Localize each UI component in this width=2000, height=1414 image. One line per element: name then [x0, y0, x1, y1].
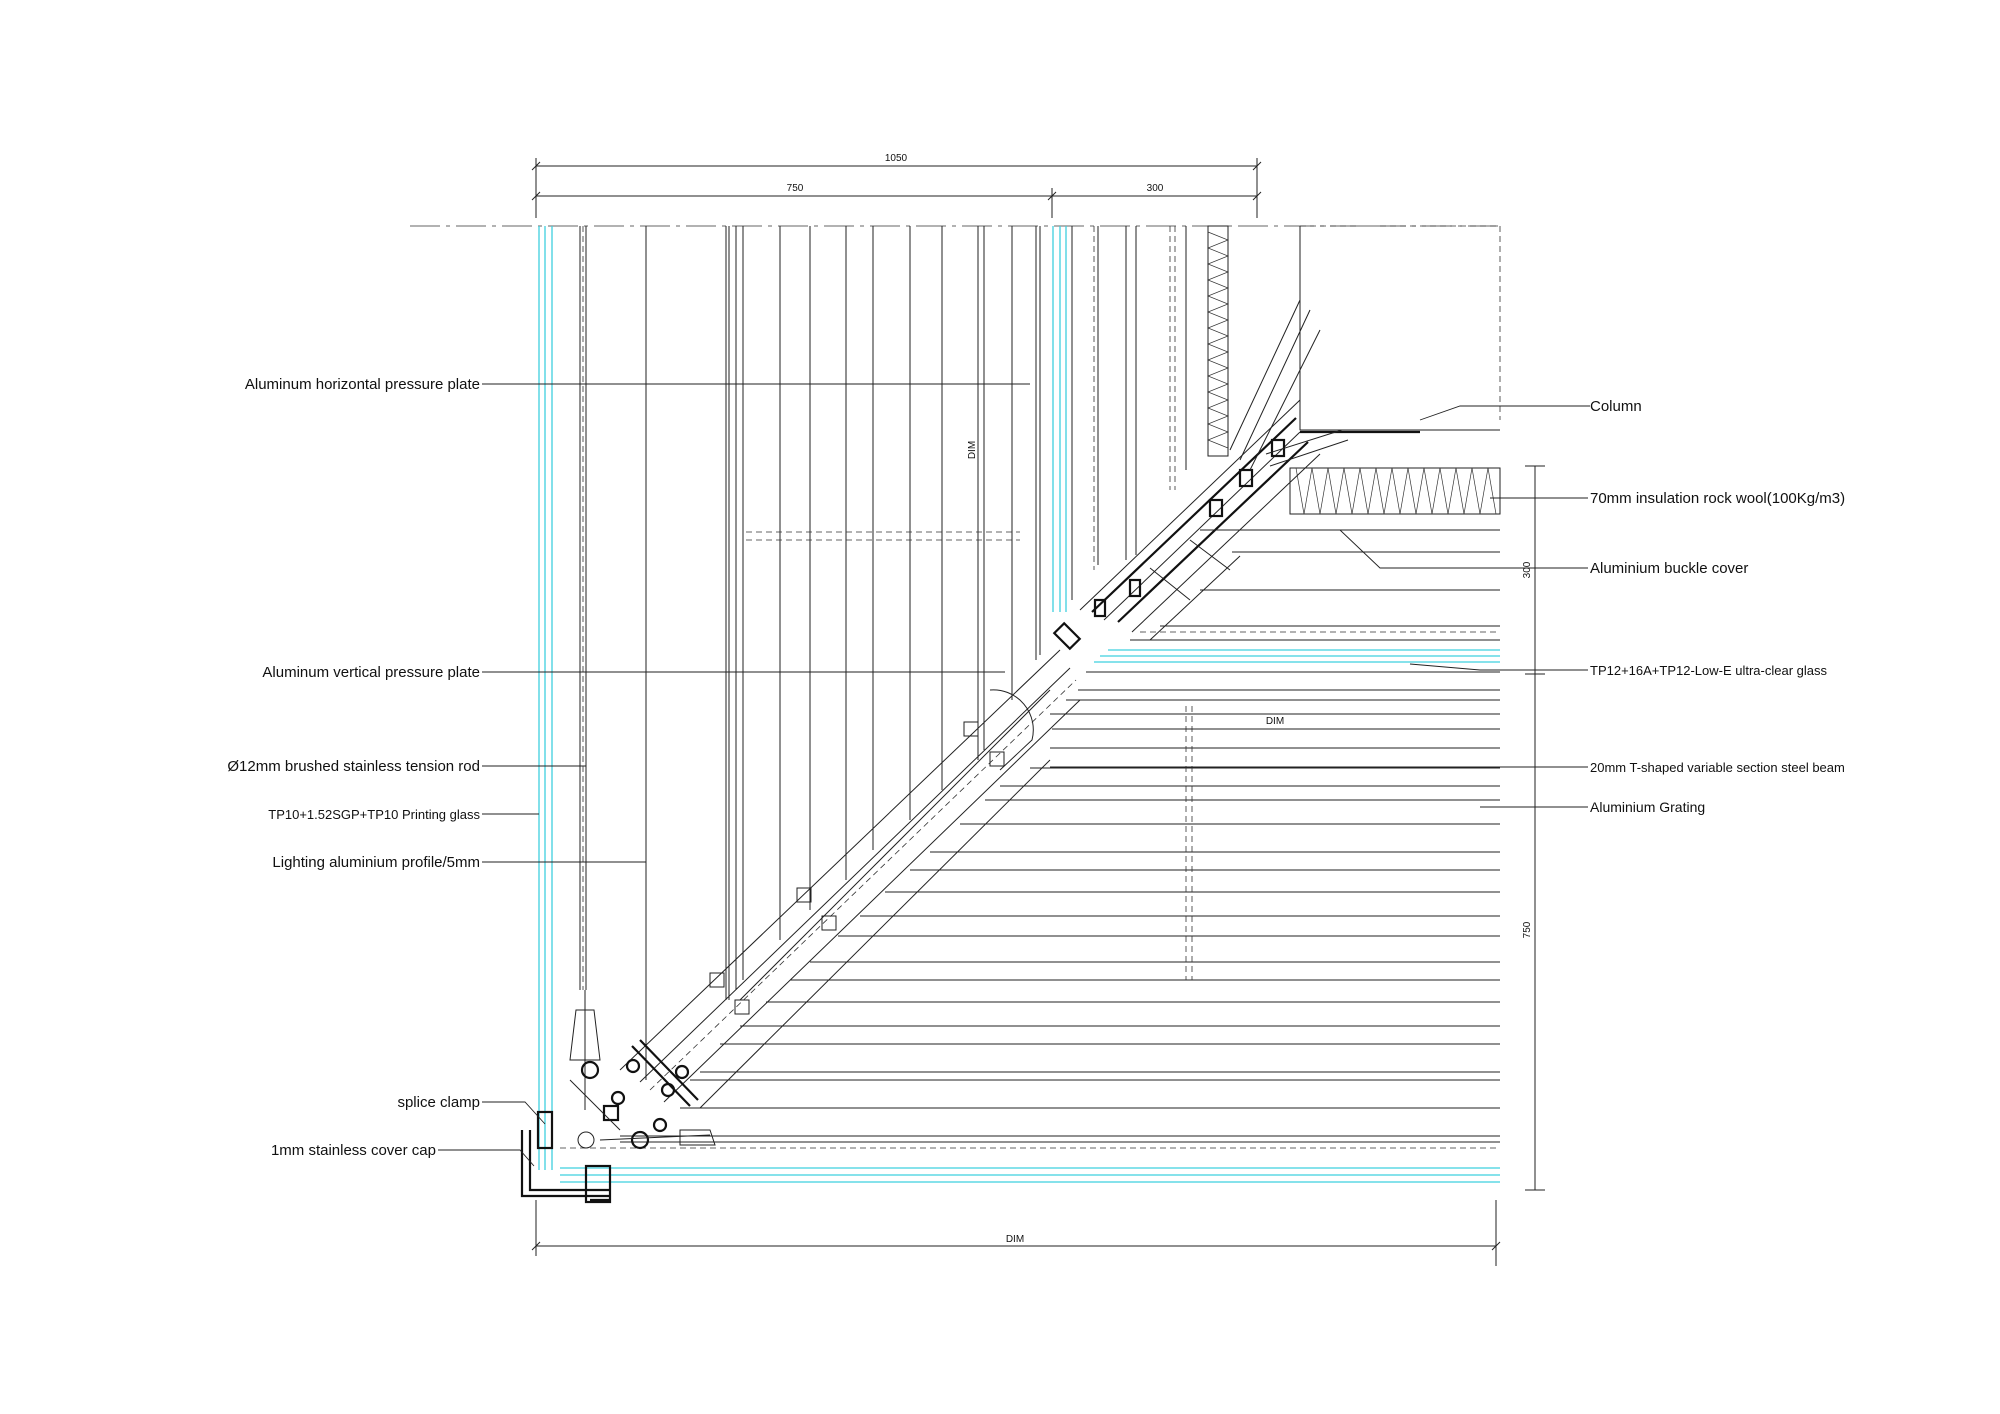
right-labels: Column 70mm insulation rock wool(100Kg/m… — [1590, 398, 1845, 815]
label-rock-wool: 70mm insulation rock wool(100Kg/m3) — [1590, 490, 1845, 507]
label-column: Column — [1590, 398, 1642, 415]
top-dimensions: 1050 750 300 — [531, 153, 1262, 218]
right-glass-panel: DIM — [560, 529, 1500, 1183]
corner-node — [520, 990, 716, 1204]
label-printing-glass: TP10+1.52SGP+TP10 Printing glass — [268, 807, 480, 822]
dim-right-upper: 300 — [1522, 561, 1533, 578]
dim-top-total: 1050 — [885, 153, 908, 164]
label-lighting-profile: Lighting aluminium profile/5mm — [272, 854, 480, 871]
right-leaders — [1050, 405, 1590, 808]
rock-wool-insulation — [1207, 225, 1501, 515]
dim-inner: DIM — [1266, 716, 1284, 727]
left-glass-panel: DIM — [538, 226, 1187, 1170]
dim-top-right: 300 — [1147, 183, 1164, 194]
dim-bottom: DIM — [1006, 1234, 1024, 1245]
dim-vertical: DIM — [967, 441, 978, 459]
dim-top-left: 750 — [787, 183, 804, 194]
label-tension-rod: Ø12mm brushed stainless tension rod — [227, 758, 480, 775]
label-buckle-cover: Aluminium buckle cover — [1590, 560, 1748, 577]
label-cover-cap: 1mm stainless cover cap — [271, 1142, 436, 1159]
column — [1299, 225, 1501, 434]
diagonal-upper-connection — [1052, 299, 1349, 651]
label-steel-beam: 20mm T-shaped variable section steel bea… — [1590, 760, 1845, 775]
label-vertical-pressure-plate: Aluminum vertical pressure plate — [262, 664, 480, 681]
label-grating: Aluminium Grating — [1590, 799, 1705, 815]
bottom-dimension: DIM — [531, 1200, 1501, 1266]
left-labels: Aluminum horizontal pressure plate Alumi… — [227, 376, 480, 1159]
right-dimensions: 300 750 — [1522, 465, 1545, 1191]
left-leaders — [438, 383, 1030, 1167]
dim-right-lower: 750 — [1522, 921, 1533, 938]
label-splice-clamp: splice clamp — [397, 1094, 480, 1111]
diagonal-steel-beam — [610, 649, 1081, 1133]
label-horizontal-pressure-plate: Aluminum horizontal pressure plate — [245, 376, 480, 393]
label-lowe-glass: TP12+16A+TP12-Low-E ultra-clear glass — [1590, 663, 1828, 678]
